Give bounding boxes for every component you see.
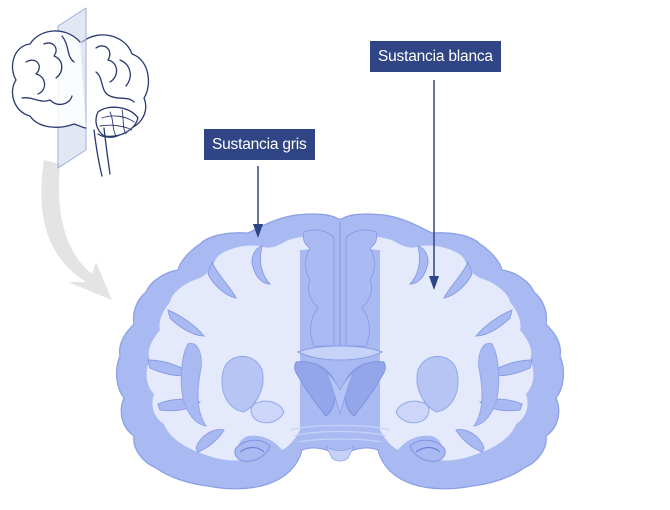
pointer-gray-matter xyxy=(253,166,263,238)
curved-arrow-icon xyxy=(41,160,112,300)
brain-sketch-icon xyxy=(11,7,150,177)
brain-coronal-section xyxy=(115,213,565,490)
lateral-ventricles xyxy=(294,361,386,417)
label-white-matter: Sustancia blanca xyxy=(370,41,501,72)
corpus-callosum xyxy=(296,345,384,361)
label-gray-matter: Sustancia gris xyxy=(204,129,315,160)
pointer-white-matter xyxy=(429,80,439,290)
